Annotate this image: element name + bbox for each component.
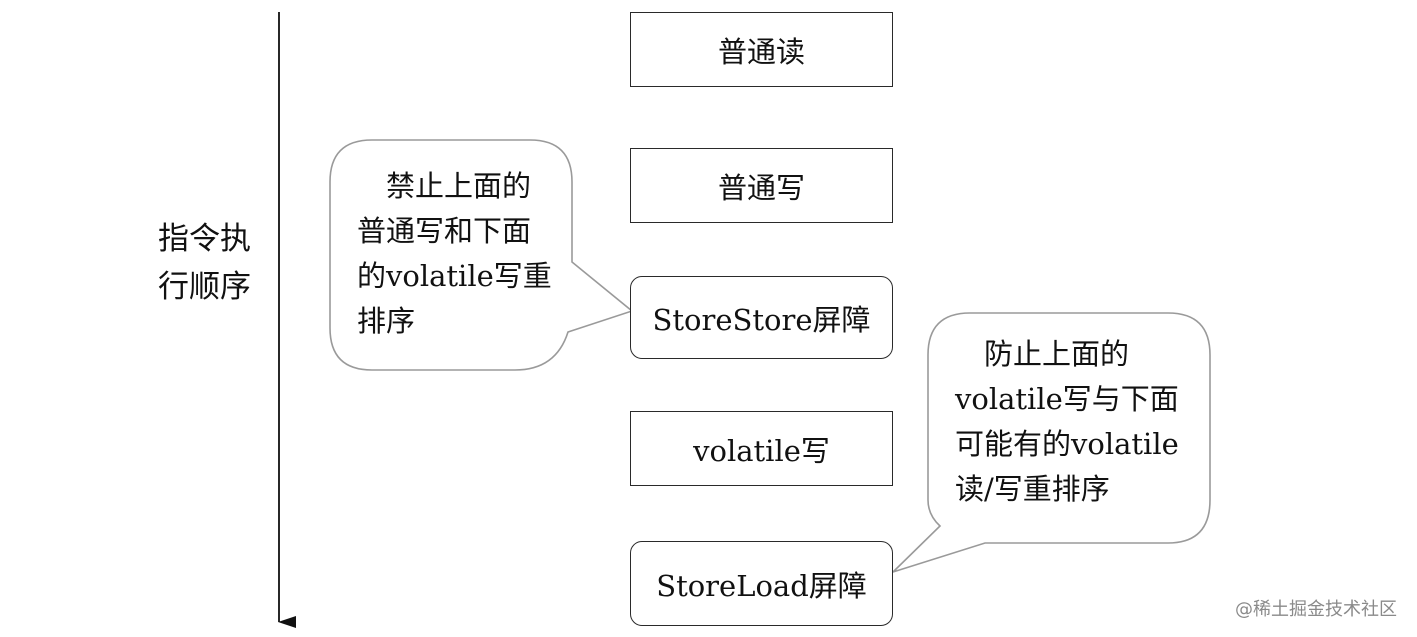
axis-label: 指令执 行顺序	[158, 221, 251, 305]
box-volatile-write-label: volatile写	[693, 433, 830, 468]
box-storeload-barrier-label: StoreLoad屏障	[656, 568, 867, 603]
box-storeload-barrier: StoreLoad屏障	[630, 541, 893, 626]
box-volatile-write: volatile写	[630, 411, 893, 486]
callout-left-bubble	[329, 139, 634, 371]
box-normal-read-label: 普通读	[717, 34, 805, 69]
box-normal-write-label: 普通写	[717, 170, 805, 205]
callout-left-text: 禁止上面的 普通写和下面 的volatile写重 排序	[357, 169, 552, 338]
watermark: @稀土掘金技术社区	[1235, 599, 1397, 620]
box-normal-read: 普通读	[630, 12, 893, 87]
callout-right-text: 防止上面的 volatile写与下面 可能有的volatile 读/写重排序	[955, 337, 1179, 506]
box-normal-write: 普通写	[630, 148, 893, 223]
box-storestore-barrier-label: StoreStore屏障	[652, 302, 871, 337]
box-storestore-barrier: StoreStore屏障	[630, 276, 893, 359]
callout-right-bubble	[892, 312, 1211, 573]
